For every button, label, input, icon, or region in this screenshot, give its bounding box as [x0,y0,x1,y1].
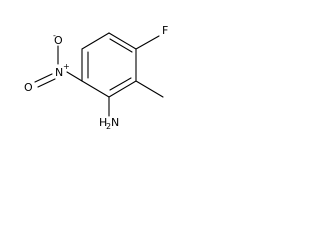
fluorine-bond [135,35,160,50]
nitro-o-bond-bottom-double [37,78,56,88]
nitro-oxygen-charge: - [53,31,56,40]
methyl-bond [135,80,164,98]
nitro-nitrogen-charge: + [63,62,70,71]
amine-n-label: N [111,116,119,129]
nitro-nitrogen-label: N [55,66,63,79]
amine-h-label: H [99,116,107,129]
fluorine-label: F [162,24,168,37]
ring-bond-top-left [81,32,110,50]
amine-h-count: 2 [106,122,111,131]
ring-bond-bottom-left [81,80,110,98]
ring-bond-top-double [109,38,133,53]
ring-bond-bottom-right [108,80,137,98]
nitro-o-bond-bottom [34,73,53,83]
ring-bond-bottom-right-double [109,77,132,91]
benzene-ring [81,32,137,98]
nitro-oxygen-bottom-label: O [24,81,33,94]
ring-bond-top [108,32,137,50]
nitro-bond [66,71,83,82]
chemical-structure: F O - N + O H 2 N [24,24,168,131]
nitro-oxygen-top-label: O [54,34,63,47]
